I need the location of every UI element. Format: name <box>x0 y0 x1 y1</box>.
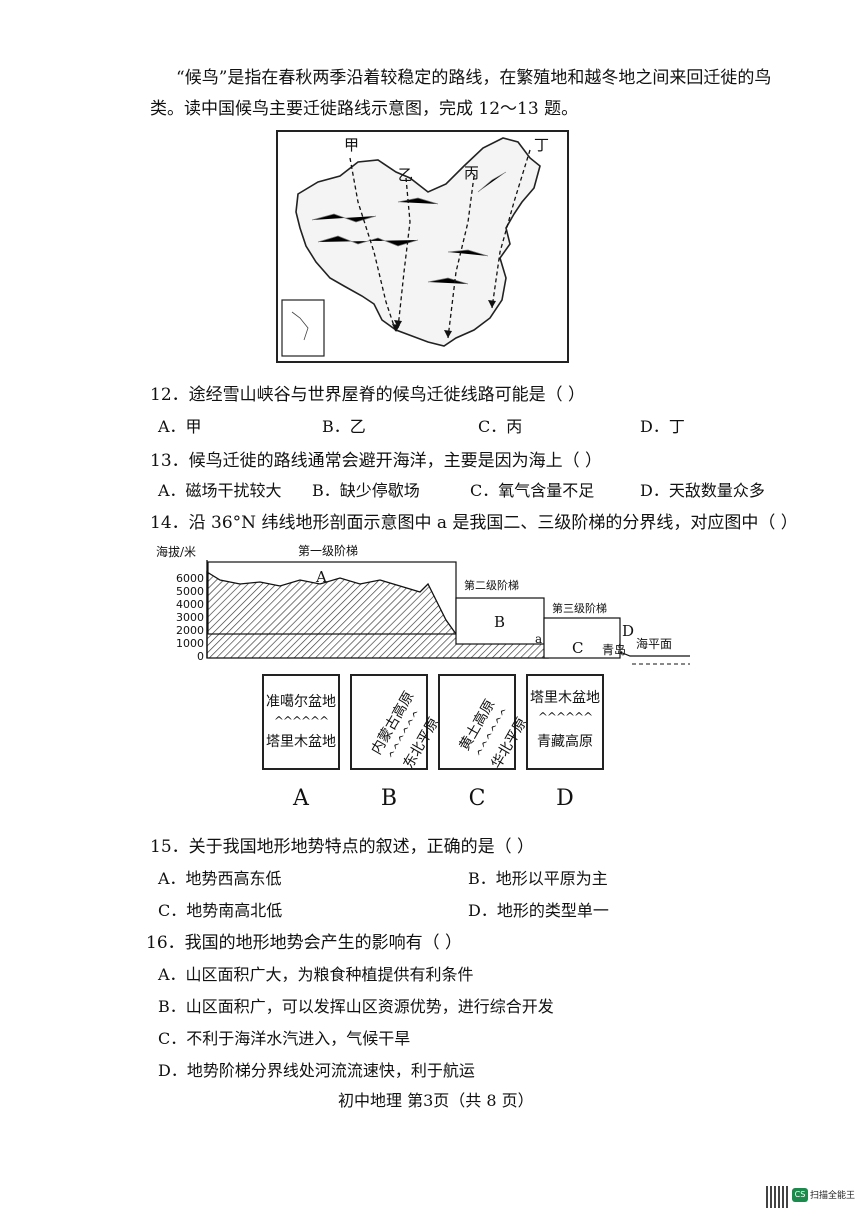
camscanner-logo-icon: CS <box>792 1188 808 1202</box>
choice-card-b[interactable]: 内蒙古高原 ^^^^^^ 东北平原 <box>350 674 442 772</box>
q12-stem: 12．途经雪山峡谷与世界屋脊的候鸟迁徙线路可能是（ ） <box>150 385 586 405</box>
region-a-label: A <box>315 568 327 586</box>
terrain-profile: 6000 5000 4000 3000 2000 1000 0 海拔/米 第一级… <box>150 540 690 666</box>
tick-1000: 1000 <box>176 637 204 650</box>
q14-stem: 14．沿 36°N 纬线地形剖面示意图中 a 是我国二、三级阶梯的分界线，对应图… <box>150 513 798 533</box>
choice-card-a[interactable]: 准噶尔盆地 ^^^^^^ 塔里木盆地 <box>262 674 340 770</box>
tick-3000: 3000 <box>176 611 204 624</box>
sea-level-label: 海平面 <box>636 636 672 651</box>
q15-option-a[interactable]: A．地势西高东低 <box>158 869 282 888</box>
route-label-yi: 乙 <box>398 166 413 184</box>
q13-option-b[interactable]: B．缺少停歇场 <box>312 481 420 500</box>
region-d-label: D <box>622 622 634 640</box>
choice-a-wave: ^^^^^^ <box>273 714 329 728</box>
q12-option-a[interactable]: A．甲 <box>158 417 202 436</box>
q15-option-b[interactable]: B．地形以平原为主 <box>468 869 608 888</box>
choice-d-bottom: 青藏高原 <box>537 734 593 750</box>
step3-label: 第三级阶梯 <box>552 601 607 615</box>
choice-letter-b: B <box>380 786 398 811</box>
boundary-a-label: a <box>535 632 542 646</box>
route-label-ding: 丁 <box>534 136 549 154</box>
choice-a-bottom: 塔里木盆地 <box>266 734 336 750</box>
y-axis-label: 海拔/米 <box>156 544 196 559</box>
choice-d-wave: ^^^^^^ <box>537 710 593 724</box>
q15-option-c[interactable]: C．地势南高北低 <box>158 901 283 920</box>
choice-a-top: 准噶尔盆地 <box>266 694 336 710</box>
china-map-svg: 甲 乙 丙 丁 <box>281 136 549 357</box>
intro-line-2: 类。读中国候鸟主要迁徙路线示意图，完成 12～13 题。 <box>150 99 579 119</box>
q12-option-c[interactable]: C．丙 <box>478 417 523 436</box>
step2-label: 第二级阶梯 <box>464 578 519 592</box>
choice-letter-d: D <box>556 786 574 811</box>
q13-option-c[interactable]: C．氧气含量不足 <box>470 481 595 500</box>
q16-option-c[interactable]: C．不利于海洋水汽进入，气候干旱 <box>158 1029 411 1048</box>
choice-card-c[interactable]: 黄土高原 ^^^^^^ 华北平原 <box>438 674 530 772</box>
q16-option-b[interactable]: B．山区面积广，可以发挥山区资源优势，进行综合开发 <box>158 997 554 1016</box>
q15-option-d[interactable]: D．地形的类型单一 <box>468 901 609 920</box>
region-b-label: B <box>494 613 505 631</box>
q12-option-b[interactable]: B．乙 <box>322 417 366 436</box>
q12-option-d[interactable]: D．丁 <box>640 417 685 436</box>
migration-map: 甲 乙 丙 丁 <box>276 130 569 363</box>
tick-4000: 4000 <box>176 598 204 611</box>
choice-letter-a: A <box>293 786 309 811</box>
q16-option-a[interactable]: A．山区面积广大，为粮食种植提供有利条件 <box>158 965 474 984</box>
region-c-label: C <box>572 639 583 657</box>
camscanner-label: 扫描全能王 <box>810 1191 856 1201</box>
q13-option-d[interactable]: D．天敌数量众多 <box>640 481 765 500</box>
choice-card-d[interactable]: 塔里木盆地 ^^^^^^ 青藏高原 <box>526 674 604 770</box>
q16-option-d[interactable]: D．地势阶梯分界线处河流流速快，利于航运 <box>158 1061 475 1080</box>
tick-2000: 2000 <box>176 624 204 637</box>
tick-0: 0 <box>197 650 204 663</box>
choice-d-top: 塔里木盆地 <box>530 690 600 706</box>
qingdao-label: 青岛 <box>602 642 626 657</box>
q13-stem: 13．候鸟迁徙的路线通常会避开海洋，主要是因为海上（ ） <box>150 451 603 471</box>
intro-line-1: “候鸟”是指在春秋两季沿着较稳定的路线，在繁殖地和越冬地之间来回迁徙的鸟 <box>176 68 772 88</box>
tick-6000: 6000 <box>176 572 204 585</box>
q13-option-a[interactable]: A．磁场干扰较大 <box>158 481 282 500</box>
step1-label: 第一级阶梯 <box>298 544 358 558</box>
terrain-profile-svg: 6000 5000 4000 3000 2000 1000 0 海拔/米 第一级… <box>156 544 690 665</box>
tick-5000: 5000 <box>176 585 204 598</box>
route-label-bing: 丙 <box>464 164 479 182</box>
q16-stem: 16．我国的地形地势会产生的影响有（ ） <box>146 933 463 953</box>
choice-letter-c: C <box>468 786 486 811</box>
page-footer: 初中地理 第3页（共 8 页） <box>338 1091 534 1110</box>
route-label-jia: 甲 <box>344 136 359 154</box>
q15-stem: 15．关于我国地形地势特点的叙述，正确的是（ ） <box>150 837 535 857</box>
qr-code-icon <box>766 1186 788 1208</box>
